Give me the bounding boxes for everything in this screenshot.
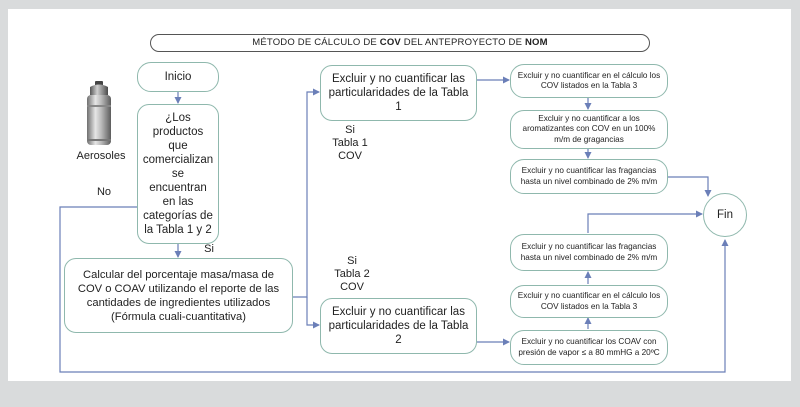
t2-step-fragancias-text: Excluir y no cuantificar las fragancias … <box>516 242 662 263</box>
label-si-tabla1: Si Tabla 1 COV <box>322 124 378 163</box>
calc-text: Calcular del porcentaje masa/masa de COV… <box>71 268 286 324</box>
t2-step-coav: Excluir y no cuantificar los COAV con pr… <box>510 330 668 365</box>
arrow-t2c-to-fin <box>588 214 702 233</box>
calc-node: Calcular del porcentaje masa/masa de COV… <box>64 258 293 333</box>
tabla1-node: Excluir y no cuantificar las particulari… <box>320 65 477 121</box>
arrow-calc-to-t1 <box>293 92 319 297</box>
aerosol-can-icon <box>80 81 120 147</box>
t2-step-fragancias: Excluir y no cuantificar las fragancias … <box>510 234 668 271</box>
tabla1-text: Excluir y no cuantificar las particulari… <box>327 72 470 114</box>
t1-step-cov-tabla3-text: Excluir y no cuantificar en el cálculo l… <box>516 71 662 92</box>
t1-step-cov-tabla3: Excluir y no cuantificar en el cálculo l… <box>510 64 668 98</box>
label-si-tabla2: Si Tabla 2 COV <box>324 255 380 294</box>
question-node: ¿Los productos que comercializan se encu… <box>137 104 219 244</box>
t2-step-coav-text: Excluir y no cuantificar los COAV con pr… <box>516 337 662 358</box>
t2-step-cov-tabla3: Excluir y no cuantificar en el cálculo l… <box>510 285 668 318</box>
t2-step-cov-tabla3-text: Excluir y no cuantificar en el cálculo l… <box>516 291 662 312</box>
fin-text: Fin <box>717 208 733 222</box>
label-no: No <box>93 186 115 199</box>
inicio-node: Inicio <box>137 62 219 92</box>
t1-step-aromatizantes: Excluir y no cuantificar a los aromatiza… <box>510 110 668 149</box>
t1-step-aromatizantes-text: Excluir y no cuantificar a los aromatiza… <box>516 114 662 146</box>
aerosol-label: Aerosoles <box>72 150 130 163</box>
t1-step-fragancias-text: Excluir y no cuantificar las fragancias … <box>516 166 662 187</box>
tabla2-text: Excluir y no cuantificar las particulari… <box>327 305 470 347</box>
label-si: Si <box>198 243 220 256</box>
tabla2-node: Excluir y no cuantificar las particulari… <box>320 298 477 354</box>
t1-step-fragancias: Excluir y no cuantificar las fragancias … <box>510 159 668 194</box>
inicio-text: Inicio <box>165 70 192 84</box>
arrow-calc-to-t2 <box>307 297 319 325</box>
arrow-t1c-to-fin <box>668 177 708 196</box>
question-text: ¿Los productos que comercializan se encu… <box>142 111 214 237</box>
fin-node: Fin <box>703 193 747 237</box>
